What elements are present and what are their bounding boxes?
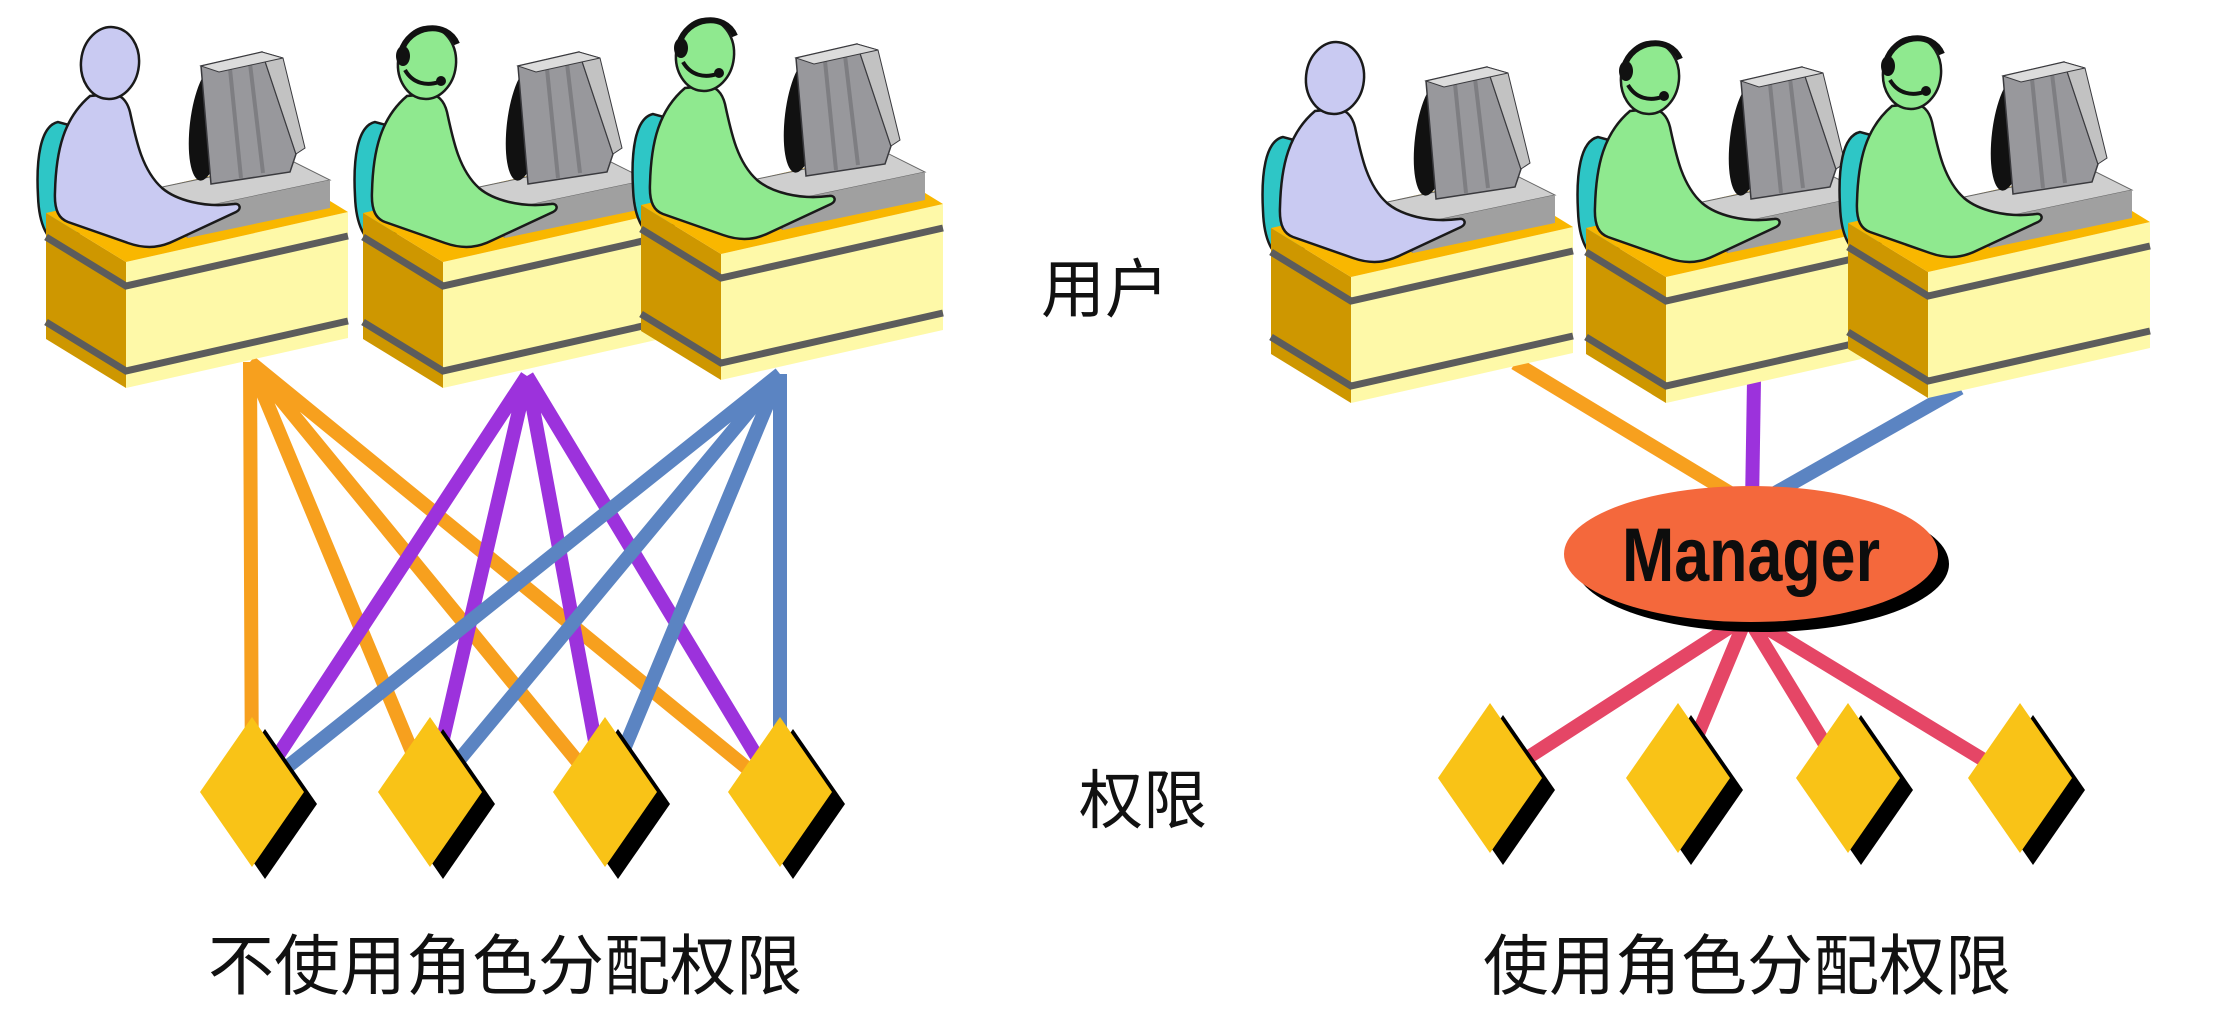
right-panel-caption: 使用角色分配权限 bbox=[1483, 931, 2011, 1004]
permission-diamond-left-3 bbox=[553, 717, 670, 879]
permission-diamond-right-2 bbox=[1626, 703, 1743, 865]
connection-line-u3-manager bbox=[1750, 381, 1964, 512]
connection-line-u2-manager bbox=[1745, 379, 1761, 506]
connection-line-manager-permissions bbox=[1486, 610, 2024, 788]
right-panel-permissions bbox=[1438, 703, 2085, 865]
manager-ellipse bbox=[1564, 486, 1938, 622]
connection-line-u1-manager bbox=[1511, 357, 1754, 511]
workstation-left-2 bbox=[355, 24, 665, 388]
left-panel-users bbox=[38, 16, 943, 388]
users-row-label: 用户 bbox=[1041, 255, 1169, 326]
workstation-right-3 bbox=[1840, 34, 2150, 398]
manager-role-node: Manager bbox=[1564, 486, 1949, 632]
connection-line-u3 bbox=[247, 368, 787, 801]
permissions-row-label: 权限 bbox=[1079, 766, 1207, 837]
right-panel-users bbox=[1263, 34, 2150, 403]
workstation-left-1 bbox=[38, 24, 348, 388]
manager-label: Manager bbox=[1622, 513, 1880, 598]
permission-diamond-left-1 bbox=[200, 717, 317, 879]
left-panel-connections bbox=[243, 356, 787, 801]
permission-diamond-right-1 bbox=[1438, 703, 1555, 865]
permission-diamond-right-4 bbox=[1968, 703, 2085, 865]
left-panel-caption: 不使用角色分配权限 bbox=[208, 931, 802, 1004]
connection-line-u1 bbox=[243, 356, 785, 801]
connection-line-u2 bbox=[246, 372, 786, 799]
right-panel-connections bbox=[1486, 357, 2024, 788]
workstation-right-1 bbox=[1263, 39, 1573, 403]
workstation-left-3 bbox=[633, 16, 943, 380]
